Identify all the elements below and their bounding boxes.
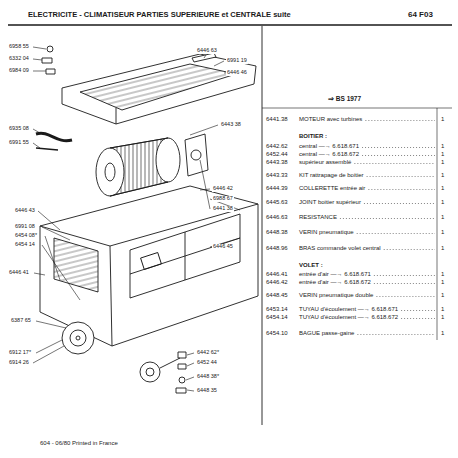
callout-number: 6446 63 [196,48,218,54]
part-description: BAGUE passe-gaine [299,330,354,336]
quantity-cell: 1 [441,116,444,122]
part-description: TUYAU d'écoulement —→ 6.618.672 [299,314,398,320]
callout-number: 6914 26 [8,360,30,366]
part-description: central —→ 6.618.671 [299,143,359,149]
dot-leader [354,163,435,164]
dot-leader [340,218,435,219]
part-description: BRAS commande volet central [299,245,381,251]
callout-number: 6441 38 [212,206,234,212]
dot-leader [384,249,435,250]
part-description: entrée d'air —→ 6.618.671 [299,271,371,277]
dot-leader [374,275,435,276]
callout-number: 6991 55 [8,140,30,146]
group-heading: VOLET : [299,262,323,268]
table-heading: ⇒ BS 1977 [328,96,361,103]
part-description: supérieur assemblé [299,159,351,165]
part-number: 6446.42 [266,279,288,285]
quantity-cell: 1 [441,214,444,220]
quantity-cell: 1 [441,199,444,205]
part-number: 6454.14 [266,314,288,320]
part-number: 6445.63 [266,199,288,205]
quantity-cell: 1 [441,151,444,157]
quantity-cell: 1 [441,279,444,285]
quantity-cell: 1 [441,314,444,320]
callout-number: 6988 67 [212,196,234,202]
part-number: 6442.62 [266,143,288,149]
quantity-cell: 1 [441,271,444,277]
callout-number: 6446 41 [8,270,30,276]
part-description: VERIN pneumatique double [299,292,373,298]
quantity-cell: 1 [441,143,444,149]
callout-number: 6446 42 [212,186,234,192]
part-number: 6443.33 [266,172,288,178]
part-number: 6441.38 [266,116,288,122]
callout-number: 6454 14 [14,242,36,248]
callout-number: 6387 65 [10,318,32,324]
page-number: 64 F03 [408,11,433,19]
callout-number: 6446 46 [226,70,248,76]
callout-number: 6448 38* [196,374,220,380]
callout-number: 6935 08 [8,126,30,132]
part-description: COLLERETTE entrée air [299,185,365,191]
dot-leader [368,189,435,190]
callout-number: 6991 19 [226,58,248,64]
quantity-cell: 1 [441,330,444,336]
dot-leader [367,176,435,177]
callout-number: 6958 55 [8,44,30,50]
callout-number: 6332 04 [8,56,30,62]
part-description: TUYAU d'écoulement —→ 6.618.671 [299,306,398,312]
quantity-cell: 1 [441,159,444,165]
quantity-cell: 1 [441,245,444,251]
dot-leader [362,155,435,156]
part-number: 6446.63 [266,214,288,220]
part-number: 6446.41 [266,271,288,277]
quantity-cell: 1 [441,292,444,298]
quantity-cell: 1 [441,306,444,312]
part-number: 6448.96 [266,245,288,251]
callout-number: 6448 35 [196,388,218,394]
quantity-cell: 1 [441,229,444,235]
callout-number: 6446 43 [14,208,36,214]
part-number: 6453.14 [266,306,288,312]
part-description: central —→ 6.618.672 [299,151,359,157]
dot-leader [365,120,435,121]
callout-number: 6443 38 [220,122,242,128]
quantity-cell: 1 [441,185,444,191]
part-number: 6448.45 [266,292,288,298]
callout-number: 6991 08 [14,224,36,230]
part-description: RESISTANCE [299,214,337,220]
callout-number: 6446 45 [212,244,234,250]
part-number: 6443.38 [266,159,288,165]
part-description: entrée d'air —→ 6.618.672 [299,279,371,285]
dot-leader [401,318,435,319]
part-description: VERIN pneumatique [299,229,354,235]
group-heading: BOITIER : [299,133,327,139]
callout-number: 6442 62* [196,350,220,356]
dot-leader [362,147,435,148]
callout-number: 6912 17* [8,350,32,356]
part-description: JOINT boitier supérieur [299,199,361,205]
dot-leader [376,296,435,297]
dot-leader [364,203,435,204]
part-number: 6444.39 [266,185,288,191]
part-description: MOTEUR avec turbines [299,116,362,122]
callout-number: 6454 08* [14,233,38,239]
footer-note: 604 - 06/80 Printed in France [40,440,118,446]
dot-leader [357,233,435,234]
callout-number: 6984 09 [8,68,30,74]
part-description: KIT rattrapage de boitier [299,172,364,178]
part-number: 6448.38 [266,229,288,235]
dot-leader [357,334,435,335]
dot-leader [374,283,435,284]
part-number: 6454.10 [266,330,288,336]
dot-leader [401,310,435,311]
callout-number: 6452 44 [196,360,218,366]
page-title: ELECTRICITE - CLIMATISEUR PARTIES SUPERI… [28,11,291,19]
part-number: 6452.44 [266,151,288,157]
quantity-cell: 1 [441,172,444,178]
